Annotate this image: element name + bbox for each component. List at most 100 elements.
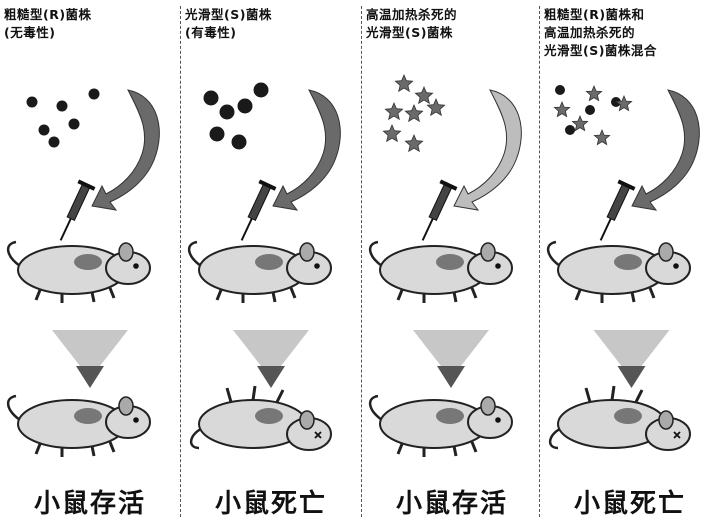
panel-illustration <box>181 0 361 490</box>
fur-spot <box>436 408 464 424</box>
arrow-head <box>437 366 465 388</box>
bacteria-cluster <box>554 85 631 145</box>
heat-killed-bacterium-icon <box>427 99 444 115</box>
ear <box>481 243 495 261</box>
injection-arrow-icon <box>632 90 699 210</box>
syringe-icon <box>52 179 95 244</box>
eye <box>495 263 501 269</box>
fur-spot <box>614 408 642 424</box>
bacteria-cluster <box>383 75 444 151</box>
outcome-label: 小鼠死亡 <box>540 487 720 521</box>
down-arrow-icon <box>52 330 128 388</box>
ear <box>481 397 495 415</box>
arrow-cone <box>413 330 489 366</box>
fur-spot <box>74 408 102 424</box>
bacterium-icon <box>89 89 100 100</box>
mouse-icon <box>370 396 512 457</box>
arrow-head <box>257 366 285 388</box>
panel-illustration <box>540 0 723 490</box>
syringe-icon <box>414 179 457 244</box>
bacterium-icon <box>69 119 80 130</box>
barrel <box>607 184 629 220</box>
eye <box>133 263 139 269</box>
bacterium-icon <box>27 97 38 108</box>
dead-mouse-icon <box>191 386 331 450</box>
bacterium-icon <box>57 101 68 112</box>
arrow-cone <box>594 330 670 366</box>
down-arrow-icon <box>413 330 489 388</box>
syringe-icon <box>233 179 276 244</box>
bacterium-icon <box>232 135 247 150</box>
needle <box>242 219 252 241</box>
bacterium-icon <box>220 105 235 120</box>
bacterium-icon <box>238 99 253 114</box>
heat-killed-bacterium-icon <box>385 103 402 119</box>
mouse-icon <box>8 396 150 457</box>
ear <box>300 411 314 429</box>
bacterium-icon <box>585 105 595 115</box>
tail <box>8 242 20 266</box>
down-arrow-icon <box>594 330 670 388</box>
heat-killed-bacterium-icon <box>395 75 412 91</box>
bacteria-cluster <box>27 89 100 148</box>
barrel <box>67 184 89 220</box>
heat-killed-bacterium-icon <box>554 102 569 117</box>
tail <box>370 396 382 420</box>
barrel <box>248 184 270 220</box>
fur-spot <box>436 254 464 270</box>
outcome-label: 小鼠死亡 <box>181 487 361 521</box>
mouse-icon <box>548 242 690 303</box>
mouse-icon <box>8 242 150 303</box>
bacterium-icon <box>39 125 50 136</box>
curved-arrow <box>632 90 699 210</box>
syringe-icon <box>592 179 635 244</box>
outcome-label: 小鼠存活 <box>362 487 542 521</box>
fur-spot <box>255 254 283 270</box>
tail <box>8 396 20 420</box>
needle <box>601 219 611 241</box>
panel-smooth-strain: 光滑型(S)菌株 (有毒性) 小鼠死亡 <box>181 0 361 523</box>
ear <box>659 243 673 261</box>
bacteria-cluster <box>204 83 269 150</box>
arrow-cone <box>52 330 128 366</box>
ear <box>119 243 133 261</box>
bacterium-icon <box>555 85 565 95</box>
ear <box>659 411 673 429</box>
dead-mouse-icon <box>550 386 690 450</box>
down-arrow-icon <box>233 330 309 388</box>
barrel <box>429 184 451 220</box>
heat-killed-bacterium-icon <box>586 86 601 101</box>
tail <box>548 242 560 266</box>
bacterium-icon <box>254 83 269 98</box>
needle <box>423 219 433 241</box>
outcome-label: 小鼠存活 <box>0 487 180 521</box>
bacterium-icon <box>49 137 60 148</box>
panel-heat-killed-smooth: 高温加热杀死的 光滑型(S)菌株 小鼠存活 <box>362 0 542 523</box>
ear <box>300 243 314 261</box>
eye <box>495 417 501 423</box>
injection-arrow-icon <box>273 90 340 210</box>
injection-arrow-icon <box>92 90 159 210</box>
arrow-head <box>76 366 104 388</box>
fur-spot <box>255 408 283 424</box>
heat-killed-bacterium-icon <box>405 105 422 121</box>
panel-mixed-strains: 粗糙型(R)菌株和 高温加热杀死的 光滑型(S)菌株混合 小鼠死亡 <box>540 0 720 523</box>
mouse-icon <box>370 242 512 303</box>
arrow-cone <box>233 330 309 366</box>
mouse-icon <box>189 242 331 303</box>
curved-arrow <box>273 90 340 210</box>
heat-killed-bacterium-icon <box>594 130 609 145</box>
heat-killed-bacterium-icon <box>415 87 432 103</box>
arrow-head <box>618 366 646 388</box>
bacterium-icon <box>565 125 575 135</box>
heat-killed-bacterium-icon <box>383 125 400 141</box>
tail <box>370 242 382 266</box>
heat-killed-bacterium-icon <box>405 135 422 151</box>
fur-spot <box>614 254 642 270</box>
eye <box>314 263 320 269</box>
eye <box>133 417 139 423</box>
needle <box>61 219 71 241</box>
fur-spot <box>74 254 102 270</box>
tail <box>189 242 201 266</box>
